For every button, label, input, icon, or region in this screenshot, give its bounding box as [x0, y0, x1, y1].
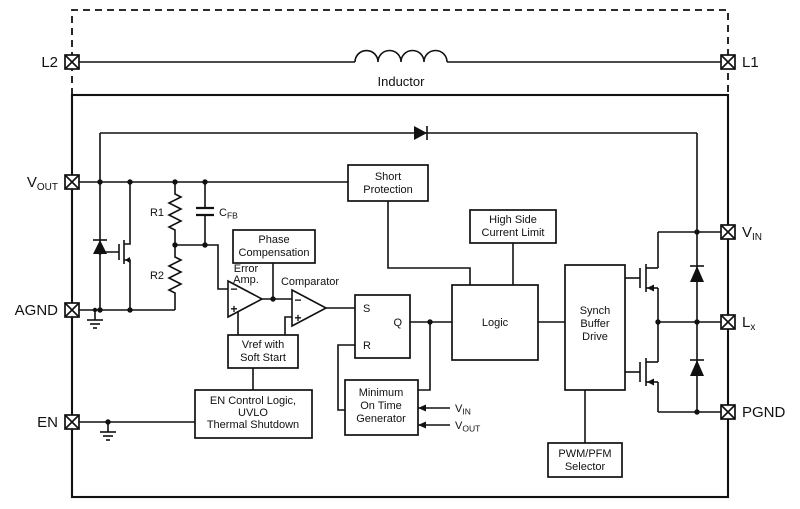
block-short-protection: Short Protection	[347, 164, 429, 202]
pin-label-vin: VIN	[742, 224, 762, 243]
wire-vref-to-comparator	[284, 316, 292, 335]
block-label: Generator	[356, 413, 406, 425]
diode-left-symbol	[93, 239, 107, 254]
mosfet-highside-symbol	[639, 264, 658, 292]
wire-left-fet-drain	[124, 182, 131, 245]
wire-shortprotection-to-logic	[387, 201, 471, 285]
mosfet-left-symbol	[118, 240, 130, 264]
block-label: Soft Start	[240, 352, 286, 364]
pin-x-icon	[720, 224, 736, 240]
block-label: High Side	[489, 214, 537, 226]
comparator-minus-sign: −	[294, 293, 301, 307]
block-sr-latch: S Q R	[354, 294, 411, 359]
mosfet-lowside-symbol	[639, 358, 658, 386]
block-label: Synch	[580, 305, 611, 317]
latch-r-label: R	[363, 340, 371, 352]
pin-x-icon	[64, 414, 80, 430]
pin-vin	[720, 224, 736, 240]
block-high-side-current-limit: High Side Current Limit	[469, 209, 557, 244]
pin-x-icon	[720, 404, 736, 420]
error-amp-minus-sign: −	[230, 282, 237, 296]
pin-lx	[720, 314, 736, 330]
error-amp-label: Error	[234, 263, 259, 275]
pin-label-l1: L1	[742, 54, 759, 71]
latch-q-label: Q	[393, 317, 402, 329]
arrow-vout-input-icon	[418, 421, 426, 429]
block-label: Thermal Shutdown	[207, 419, 299, 431]
block-min-on-time: Minimum On Time Generator	[344, 379, 419, 436]
error-amp-plus-sign: +	[230, 302, 237, 316]
block-label: PWM/PFM	[558, 448, 611, 460]
block-label: Logic	[482, 317, 509, 329]
diode-highside-body-symbol	[690, 265, 704, 282]
pin-x-icon	[720, 314, 736, 330]
capacitor-cfb-symbol	[196, 206, 214, 217]
pin-x-icon	[64, 302, 80, 318]
latch-s-label: S	[363, 303, 370, 315]
block-label: Current Limit	[482, 227, 545, 239]
pin-label-agnd: AGND	[15, 302, 59, 319]
pin-label-pgnd: PGND	[742, 404, 786, 421]
wire-r2	[167, 245, 183, 310]
block-label: Minimum	[359, 387, 404, 399]
pin-label-lx: Lx	[742, 314, 755, 333]
input-arrows	[418, 404, 426, 429]
diode-top-symbol	[414, 126, 428, 140]
pin-en	[64, 414, 80, 430]
block-synch-buffer-drive: Synch Buffer Drive	[564, 264, 626, 391]
block-pwm-pfm-selector: PWM/PFM Selector	[547, 442, 623, 478]
block-label: Selector	[565, 461, 606, 473]
block-label: Short	[375, 171, 401, 183]
pin-vout	[64, 174, 80, 190]
block-label: On Time	[360, 400, 402, 412]
block-label: Buffer	[580, 318, 609, 330]
pin-label-vout: VOUT	[27, 174, 58, 193]
block-vref-soft-start: Vref with Soft Start	[227, 334, 299, 369]
ic-boundary	[70, 93, 730, 499]
pin-agnd	[64, 302, 80, 318]
block-label: EN Control Logic,	[210, 395, 296, 407]
junction-dots	[92, 179, 700, 425]
inductor-symbol	[79, 49, 721, 63]
pin-l1	[720, 54, 736, 70]
capacitor-cfb-label: CFB	[219, 207, 238, 221]
comparator-plus-sign: +	[294, 311, 301, 325]
external-dashed-boundary	[71, 9, 729, 95]
pin-label-en: EN	[37, 414, 58, 431]
block-phase-compensation: Phase Compensation	[232, 229, 316, 264]
inductor-label: Inductor	[378, 74, 426, 89]
wire-r1	[167, 182, 183, 245]
pin-x-icon	[720, 54, 736, 70]
wire-fb-node	[175, 244, 228, 290]
comparator-symbol: − +	[291, 288, 328, 328]
block-label: Compensation	[239, 247, 310, 259]
resistor-r1-label: R1	[150, 207, 164, 219]
block-label: UVLO	[238, 407, 268, 419]
pin-pgnd	[720, 404, 736, 420]
min-on-time-vin-label: VIN	[455, 403, 471, 417]
pin-x-icon	[64, 54, 80, 70]
pin-x-icon	[64, 174, 80, 190]
ground-agnd-icon	[87, 319, 103, 329]
wire-minontime-to-r	[337, 344, 355, 411]
diode-lowside-body-symbol	[690, 359, 704, 376]
min-on-time-vout-label: VOUT	[455, 420, 480, 434]
block-logic: Logic	[451, 284, 539, 361]
error-amp-symbol: − +	[227, 279, 264, 319]
block-label: Phase	[258, 234, 289, 246]
arrow-vin-input-icon	[418, 404, 426, 412]
ground-en-icon	[100, 431, 116, 441]
wire-q-to-minontime	[418, 322, 431, 391]
pin-l2	[64, 54, 80, 70]
wire-left-fet-source	[124, 259, 131, 310]
block-label: Protection	[363, 184, 413, 196]
pin-label-l2: L2	[41, 54, 58, 71]
block-en-control: EN Control Logic, UVLO Thermal Shutdown	[194, 389, 313, 439]
block-label: Drive	[582, 331, 608, 343]
comparator-label: Comparator	[281, 276, 339, 288]
block-label: Vref with	[242, 339, 284, 351]
error-amp-label: Amp.	[233, 274, 259, 286]
resistor-r2-label: R2	[150, 270, 164, 282]
